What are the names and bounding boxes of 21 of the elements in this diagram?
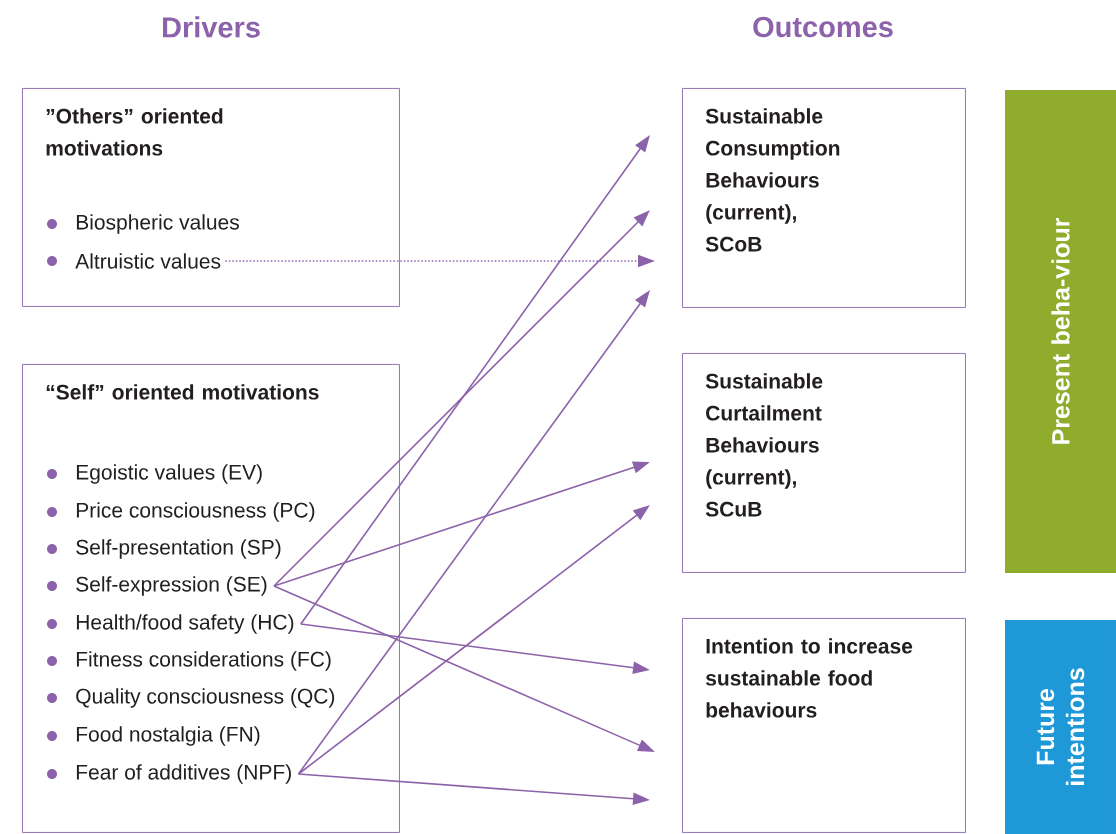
side-band: Future intentions: [1005, 620, 1116, 834]
bullet-item: Quality consciousness (QC): [47, 688, 335, 708]
bullet-item: Food nostalgia (FN): [47, 726, 260, 746]
text-box: Sustainable Curtailment Behaviours (current), SCuB: [682, 353, 966, 573]
bullet-item: Health/food safety (HC): [47, 614, 294, 634]
node-label: Biospheric values: [76, 214, 239, 234]
column-heading: Drivers: [162, 16, 260, 38]
bullet-item: Self-presentation (SP): [47, 539, 281, 559]
bullet-item: Self-expression (SE): [47, 576, 267, 596]
arrow: [273, 210, 650, 587]
bullet-item: Biospheric values: [47, 214, 239, 234]
text-box: Sustainable Consumption Behaviours (current), SCoB: [682, 88, 966, 308]
bullet-item: Fear of additives (NPF): [47, 764, 291, 784]
bullet-item: Price consciousness (PC): [47, 502, 315, 522]
column-heading: Outcomes: [753, 16, 893, 38]
bullet-item: Egoistic values (EV): [47, 464, 262, 484]
bullet-item: Fitness considerations (FC): [47, 651, 331, 671]
bullet-item: Altruistic values: [47, 253, 221, 269]
side-band: Present beha-viour: [1005, 90, 1116, 573]
node-label: Altruistic values: [75, 253, 221, 269]
text-box: Intention to increase sustainable food behaviours: [682, 618, 966, 833]
